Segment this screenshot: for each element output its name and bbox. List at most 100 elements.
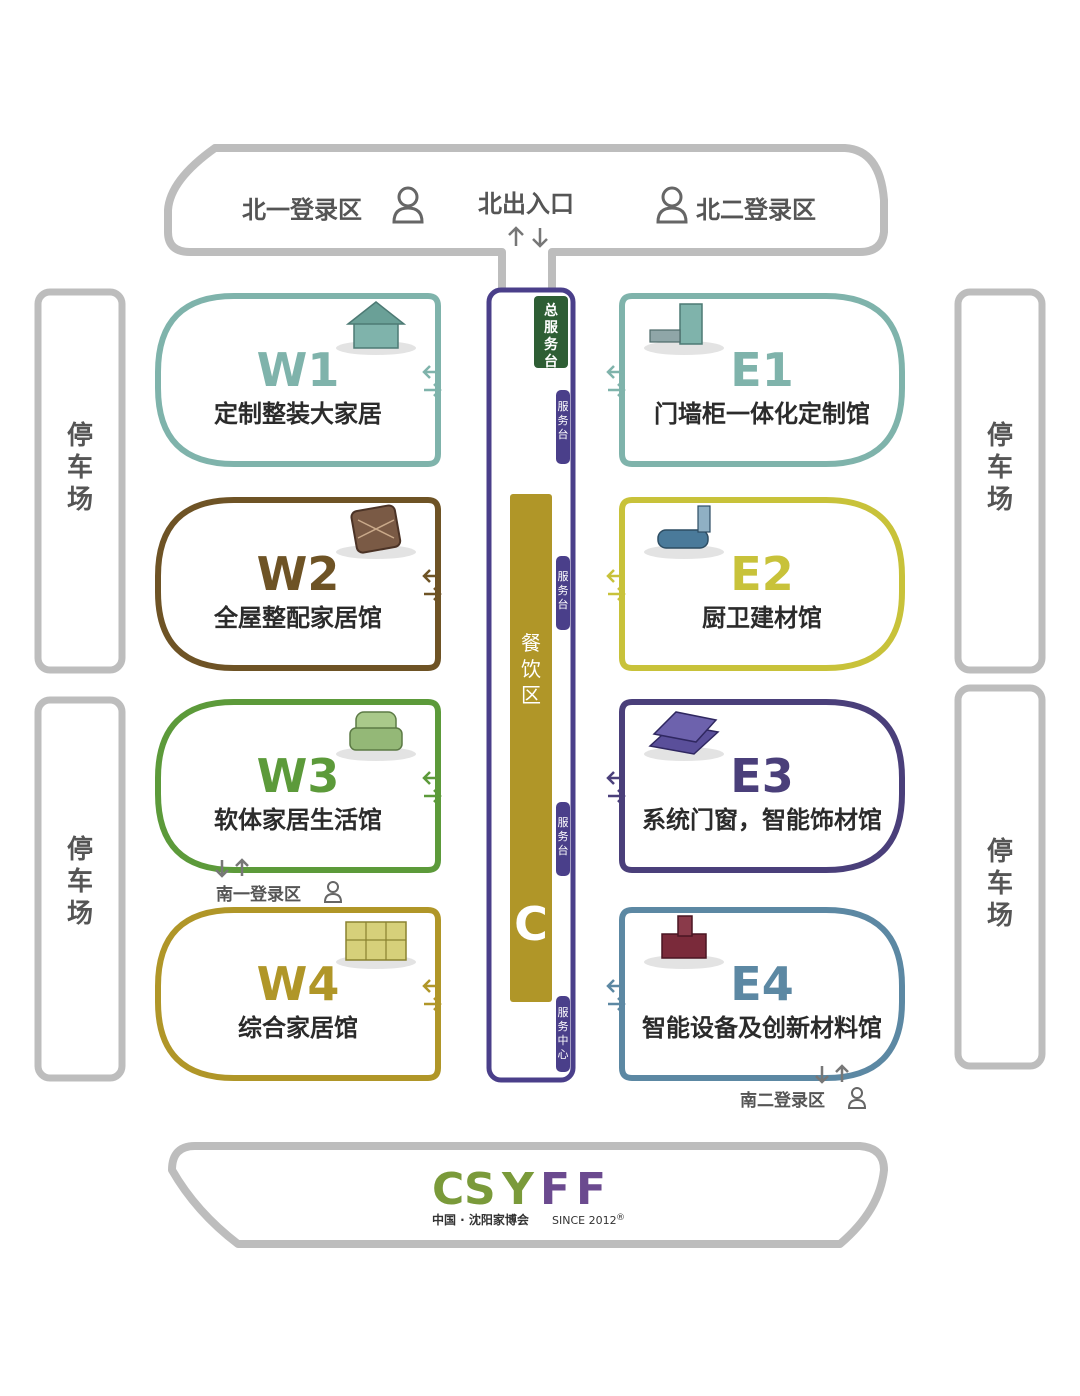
- hall-name: 全屋整配家居馆: [213, 604, 382, 632]
- parking-lot-sw: 停 车 场: [34, 696, 126, 1082]
- hall-name: 系统门窗，智能饰材馆: [642, 806, 882, 834]
- arrow-icon: [422, 569, 440, 583]
- hall-e3[interactable]: E3 系统门窗，智能饰材馆: [606, 699, 905, 873]
- hall-code: E1: [730, 343, 793, 397]
- svg-text:服: 服: [558, 816, 569, 829]
- svg-text:中: 中: [558, 1034, 569, 1047]
- svg-text:C: C: [432, 1164, 464, 1215]
- svg-text:台: 台: [558, 427, 569, 441]
- door-cabinet-icon: [644, 303, 724, 355]
- hall-name: 定制整装大家居: [214, 400, 382, 428]
- hall-code: E3: [730, 749, 793, 803]
- arrow-icon: [606, 365, 624, 379]
- svg-text:SINCE 2012: SINCE 2012: [552, 1214, 617, 1227]
- arrow-icon: [608, 997, 626, 1011]
- south-zone-right: 南二登录区: [740, 1090, 825, 1111]
- panels-icon: [644, 711, 724, 761]
- hall-code: E2: [730, 547, 793, 601]
- svg-text:F: F: [540, 1164, 570, 1215]
- svg-text:®: ®: [616, 1213, 625, 1223]
- svg-text:服: 服: [558, 400, 569, 413]
- arrow-icon: [424, 997, 442, 1011]
- hall-e4[interactable]: E4 智能设备及创新材料馆: [606, 907, 905, 1081]
- svg-text:饮: 饮: [521, 657, 541, 681]
- house-icon: [336, 301, 416, 355]
- hall-c-code: C: [514, 897, 548, 951]
- arrow-icon: [606, 569, 624, 583]
- svg-text:S: S: [464, 1164, 496, 1215]
- svg-text:Y: Y: [501, 1164, 535, 1215]
- armchair-icon: [336, 711, 416, 761]
- hall-w2[interactable]: W2 全屋整配家居馆: [155, 497, 442, 671]
- svg-text:总: 总: [544, 302, 558, 319]
- dining-area: [510, 494, 552, 1002]
- hall-name: 综合家居馆: [238, 1014, 358, 1042]
- service-center: 服 务 中 心: [556, 996, 570, 1072]
- svg-text:车: 车: [67, 452, 93, 483]
- person-icon: [323, 881, 343, 903]
- arrow-icon: [422, 771, 440, 785]
- svg-text:务: 务: [558, 1020, 569, 1033]
- svg-text:场: 场: [67, 485, 93, 515]
- svg-text:F: F: [576, 1164, 606, 1215]
- north-entrance: 北出入口: [478, 190, 574, 218]
- svg-text:中国 · 沈阳家博会: 中国 · 沈阳家博会: [432, 1212, 530, 1227]
- service-desk-1: 服 务 台: [556, 390, 570, 464]
- svg-text:停: 停: [67, 834, 93, 865]
- hall-name: 软体家居生活馆: [214, 806, 382, 834]
- main-service-desk: [534, 296, 568, 368]
- hall-e2[interactable]: E2 厨卫建材馆: [606, 497, 905, 671]
- arrow-icon: [424, 587, 442, 601]
- svg-text:停: 停: [987, 420, 1013, 451]
- arrow-icon: [606, 771, 624, 785]
- arrow-icon: [608, 789, 626, 803]
- pillow-icon: [336, 504, 416, 559]
- south-zone-left: 南一登录区: [216, 884, 301, 905]
- svg-text:车: 车: [987, 452, 1013, 483]
- person-icon: [847, 1087, 867, 1109]
- north-zone-right: 北二登录区: [696, 196, 816, 224]
- arrow-icon: [608, 383, 626, 397]
- hall-code: W2: [257, 547, 340, 601]
- hall-code: E4: [730, 957, 793, 1011]
- hall-w3[interactable]: W3 软体家居生活馆: [155, 699, 442, 873]
- hall-name: 智能设备及创新材料馆: [642, 1014, 882, 1042]
- svg-text:务: 务: [558, 414, 569, 427]
- svg-text:务: 务: [544, 336, 559, 353]
- arrow-icon: [424, 383, 442, 397]
- svg-text:服: 服: [558, 1006, 569, 1019]
- svg-text:务: 务: [558, 584, 569, 597]
- parking-lot-ne: 停 车 场: [954, 288, 1046, 674]
- arrow-icon: [422, 979, 440, 993]
- svg-text:场: 场: [987, 485, 1013, 515]
- svg-text:停: 停: [987, 836, 1013, 867]
- hall-name: 厨卫建材馆: [702, 604, 822, 632]
- svg-text:车: 车: [67, 866, 93, 897]
- arrow-icon: [606, 979, 624, 993]
- service-desk-2: 服 务 台: [556, 556, 570, 630]
- svg-text:务: 务: [558, 830, 569, 843]
- kitchen-cabinet-icon: [336, 921, 416, 969]
- hall-code: W3: [257, 749, 340, 803]
- hall-code: W1: [257, 343, 340, 397]
- south-arrows-left-icon: [215, 858, 249, 878]
- person-icon: [392, 186, 424, 224]
- arrow-icon: [608, 587, 626, 601]
- hall-w1[interactable]: W1 定制整装大家居: [155, 293, 442, 467]
- parking-lot-nw: 停 车 场: [34, 288, 126, 674]
- svg-text:服: 服: [558, 570, 569, 583]
- machine-icon: [644, 915, 724, 969]
- svg-text:场: 场: [987, 901, 1013, 931]
- person-icon: [656, 186, 688, 224]
- svg-text:台: 台: [558, 597, 569, 611]
- svg-text:餐: 餐: [521, 631, 541, 655]
- svg-text:台: 台: [558, 843, 569, 857]
- svg-text:停: 停: [67, 420, 93, 451]
- south-plaza: [168, 1142, 888, 1248]
- service-desk-3: 服 务 台: [556, 802, 570, 876]
- svg-text:心: 心: [558, 1048, 569, 1061]
- svg-text:服: 服: [544, 320, 559, 336]
